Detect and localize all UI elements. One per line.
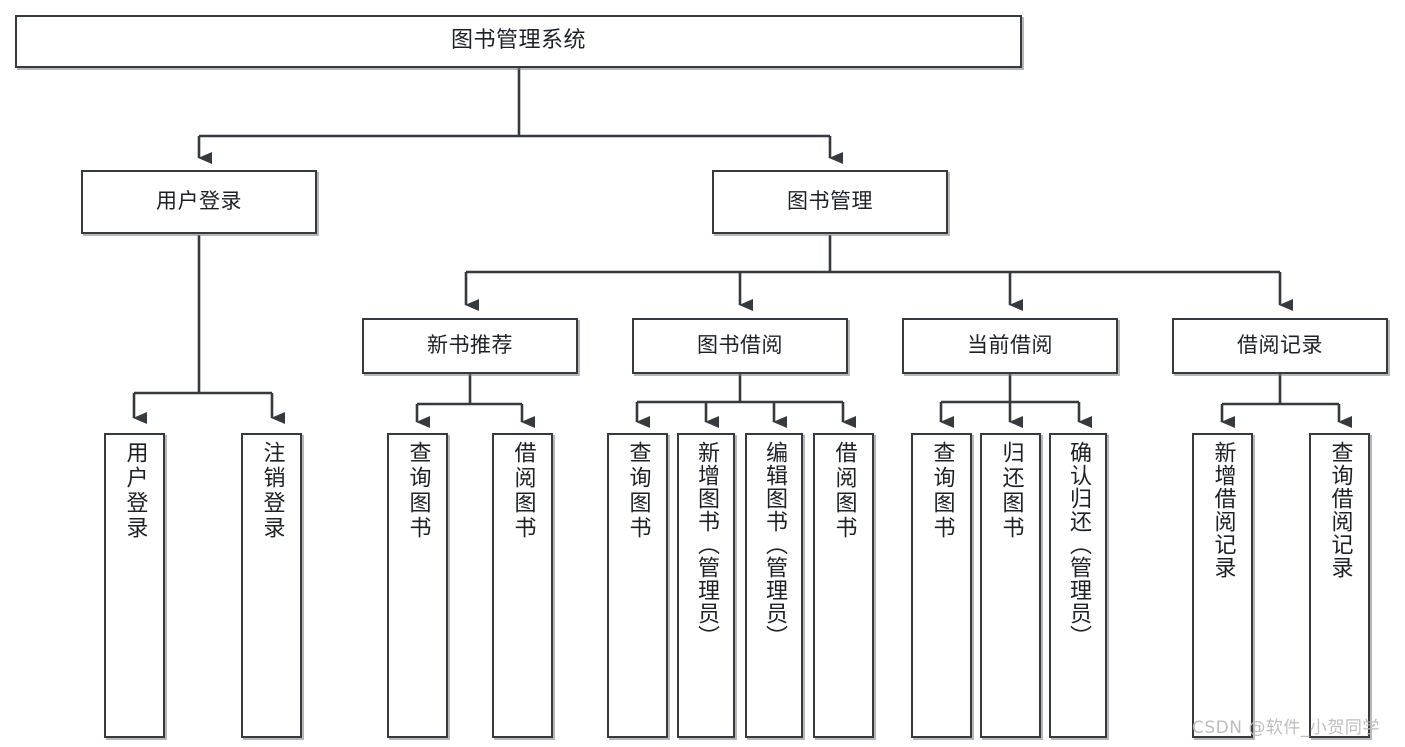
leaf-confirm-return-admin[interactable]: 确认归还（管理员） xyxy=(1049,433,1107,738)
leaf-logout-login[interactable]: 注销登录 xyxy=(241,433,302,738)
leaf-add-book-admin[interactable]: 新增图书（管理员） xyxy=(677,433,735,738)
watermark-csdn: CSDN @软件_小贺同学 xyxy=(1192,718,1380,738)
node-label: 借阅记录 xyxy=(1237,333,1323,358)
leaf-edit-book-admin[interactable]: 编辑图书（管理员） xyxy=(745,433,803,738)
node-label: 查询图书 xyxy=(929,441,955,541)
leaf-add-borrow-record[interactable]: 新增借阅记录 xyxy=(1192,433,1253,738)
node-borrow-record[interactable]: 借阅记录 xyxy=(1172,318,1388,374)
node-new-book-recommend[interactable]: 新书推荐 xyxy=(362,318,578,374)
leaf-user-login[interactable]: 用户登录 xyxy=(104,433,165,738)
leaf-borrow-book-recommend[interactable]: 借阅图书 xyxy=(492,433,553,738)
node-current-borrow[interactable]: 当前借阅 xyxy=(902,318,1118,374)
node-root-book-management-system[interactable]: 图书管理系统 xyxy=(15,15,1022,68)
leaf-query-borrow-record[interactable]: 查询借阅记录 xyxy=(1309,433,1370,738)
node-label: 新书推荐 xyxy=(427,333,513,358)
node-label: 图书管理系统 xyxy=(450,28,586,54)
node-label: 查询借阅记录 xyxy=(1327,441,1353,579)
node-label: 当前借阅 xyxy=(967,333,1053,358)
leaf-query-book-current[interactable]: 查询图书 xyxy=(911,433,972,738)
node-label: 编辑图书（管理员） xyxy=(762,441,787,648)
node-book-borrow[interactable]: 图书借阅 xyxy=(632,318,848,374)
node-label: 查询图书 xyxy=(405,441,431,541)
node-label: 图书管理 xyxy=(787,189,873,214)
node-label: 查询图书 xyxy=(625,441,651,541)
node-label: 图书借阅 xyxy=(697,333,783,358)
node-user-login[interactable]: 用户登录 xyxy=(81,170,317,234)
node-label: 借阅图书 xyxy=(510,441,536,541)
node-label: 用户登录 xyxy=(122,441,148,541)
node-book-management[interactable]: 图书管理 xyxy=(712,170,948,234)
leaf-return-book[interactable]: 归还图书 xyxy=(980,433,1041,738)
node-label: 确认归还（管理员） xyxy=(1066,441,1091,648)
leaf-borrow-book-borrow[interactable]: 借阅图书 xyxy=(813,433,874,738)
node-label: 用户登录 xyxy=(156,189,242,214)
node-label: 新增图书（管理员） xyxy=(694,441,719,648)
leaf-query-book-borrow[interactable]: 查询图书 xyxy=(607,433,668,738)
node-label: 归还图书 xyxy=(998,441,1024,541)
node-label: 注销登录 xyxy=(259,441,285,541)
node-label: 新增借阅记录 xyxy=(1210,441,1236,579)
leaf-query-book-recommend[interactable]: 查询图书 xyxy=(387,433,448,738)
node-label: 借阅图书 xyxy=(831,441,857,541)
